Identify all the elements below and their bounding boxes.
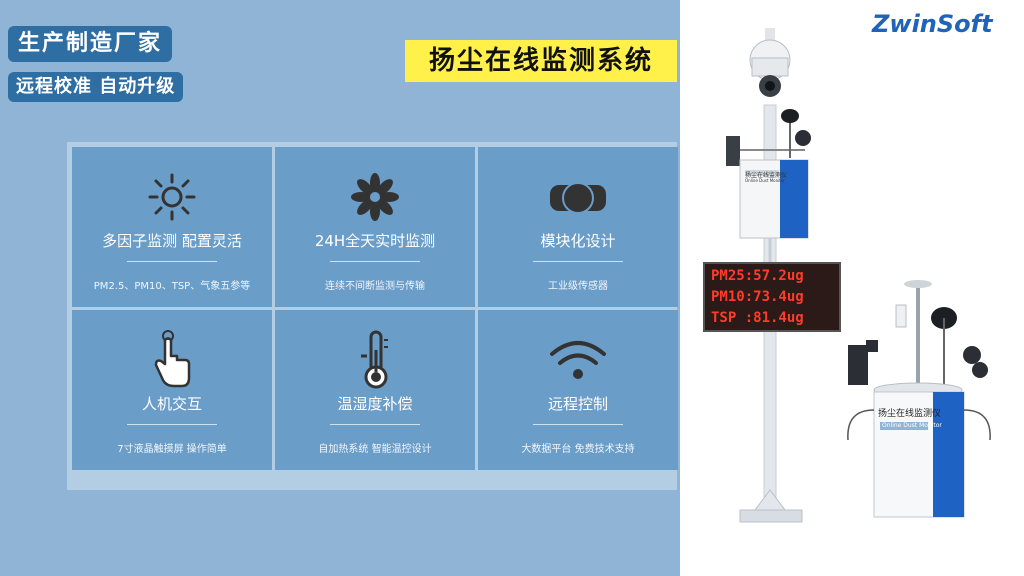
card-title: 温湿度补偿 bbox=[337, 395, 413, 413]
card-subtitle: PM2.5、PM10、TSP、气象五参等 bbox=[93, 281, 251, 292]
card-title: 多因子监测 配置灵活 bbox=[102, 232, 242, 250]
divider bbox=[127, 424, 217, 425]
led-line-tsp: TSP :81.4ug bbox=[711, 310, 804, 326]
page-title: 扬尘在线监测系统 bbox=[405, 40, 677, 82]
divider bbox=[330, 424, 420, 425]
feature-card-multi-factor: 多因子监测 配置灵活 PM2.5、PM10、TSP、气象五参等 bbox=[72, 147, 272, 307]
divider bbox=[330, 261, 420, 262]
divider bbox=[127, 261, 217, 262]
divider bbox=[533, 261, 623, 262]
touch-hand-icon bbox=[154, 330, 191, 388]
feature-card-modular: 模块化设计 工业级传感器 bbox=[478, 147, 678, 307]
cabinet-label-en: Online Dust Monitor bbox=[745, 178, 785, 183]
camera-icon bbox=[749, 28, 791, 97]
feature-card-24h: 24H全天实时监测 连续不间断监测与传输 bbox=[275, 147, 475, 307]
divider bbox=[533, 424, 623, 425]
card-title: 人机交互 bbox=[141, 395, 202, 413]
feature-card-hmi: 人机交互 7寸液晶触摸屏 操作简单 bbox=[72, 310, 272, 470]
sun-icon bbox=[148, 173, 196, 221]
flower-icon bbox=[351, 173, 399, 221]
card-title: 远程控制 bbox=[547, 395, 608, 413]
led-line-pm25: PM25:57.2ug bbox=[711, 268, 804, 284]
features-tag: 远程校准 自动升级 bbox=[8, 72, 184, 102]
card-subtitle: 工业级传感器 bbox=[548, 281, 608, 292]
device-label-en: Online Dust Monitor bbox=[882, 422, 942, 429]
card-subtitle: 7寸液晶触摸屏 操作简单 bbox=[117, 444, 227, 455]
card-subtitle: 自加热系统 智能温控设计 bbox=[318, 444, 432, 455]
card-title: 模块化设计 bbox=[540, 232, 616, 250]
feature-card-remote: 远程控制 大数据平台 免费技术支持 bbox=[478, 310, 678, 470]
cabinet-label-cn: 扬尘在线监测仪 bbox=[745, 172, 788, 179]
manufacturer-tag: 生产制造厂家 bbox=[8, 26, 173, 62]
feature-grid: 多因子监测 配置灵活 PM2.5、PM10、TSP、气象五参等 24H全天实时监… bbox=[67, 142, 678, 490]
wifi-icon bbox=[550, 341, 606, 379]
card-subtitle: 大数据平台 免费技术支持 bbox=[521, 444, 635, 455]
module-icon bbox=[550, 182, 606, 214]
card-subtitle: 连续不间断监测与传输 bbox=[325, 281, 425, 292]
led-line-pm10: PM10:73.4ug bbox=[711, 289, 804, 305]
led-display: PM25:57.2ug PM10:73.4ug TSP :81.4ug bbox=[703, 262, 841, 332]
dust-monitor-illustration bbox=[726, 28, 991, 523]
brand-logo: ZwinSoft bbox=[872, 10, 993, 38]
thermometer-icon bbox=[361, 330, 388, 389]
card-title: 24H全天实时监测 bbox=[314, 232, 436, 250]
feature-card-temp-humidity: 温湿度补偿 自加热系统 智能温控设计 bbox=[275, 310, 475, 470]
device-label-cn: 扬尘在线监测仪 bbox=[878, 409, 942, 419]
